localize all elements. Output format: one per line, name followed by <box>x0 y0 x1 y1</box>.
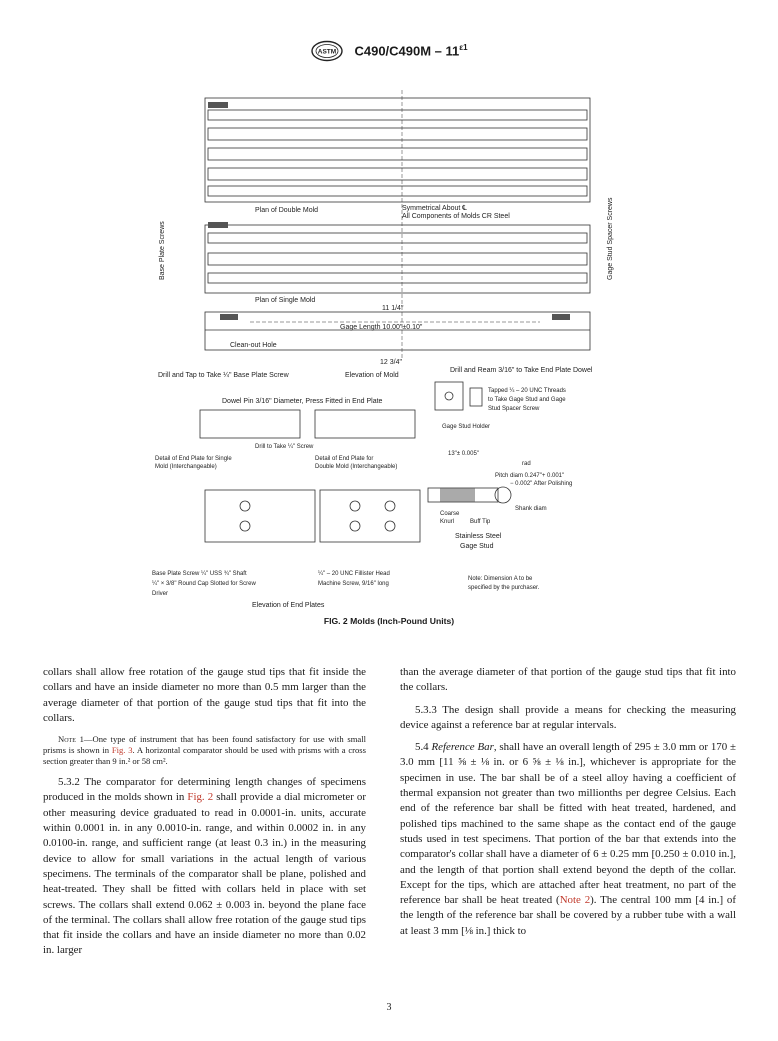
label-drill-ream: Drill and Ream 3/16" to Take End Plate D… <box>450 367 593 374</box>
label-fillister1: ¼" – 20 UNC Fillister Head <box>318 571 390 577</box>
figure-caption: FIG. 2 Molds (Inch-Pound Units) <box>323 616 455 626</box>
label-stainless2: Gage Stud <box>460 543 494 550</box>
fig2-link[interactable]: Fig. 2 <box>187 791 214 804</box>
astm-logo-icon: ASTM <box>311 40 344 62</box>
label-shank: Shank diam <box>515 506 547 512</box>
label-gage-stud-holder: Gage Stud Holder <box>442 424 490 430</box>
label-round-cap: ¼" × 3/8" Round Cap Slotted for Screw <box>152 581 256 587</box>
label-gage-length: Gage Length 10.00"±0.10" <box>340 324 423 331</box>
label-tapped: Tapped ¼ – 20 UNC Threads <box>488 388 566 394</box>
label-components: All Components of Molds CR Steel <box>402 213 510 220</box>
note2-link[interactable]: Note 2 <box>559 894 591 907</box>
label-dowel-pin: Dowel Pin 3/16" Diameter, Press Fitted i… <box>222 398 383 405</box>
label-dim-13: 13"± 0.005" <box>448 451 479 457</box>
label-base-plate-screws: Base Plate Screws <box>159 221 166 280</box>
label-symmetrical: Symmetrical About ℄ <box>402 204 467 212</box>
label-coarse: Coarse <box>440 511 460 517</box>
label-drill-tap: Drill and Tap to Take ¼" Base Plate Scre… <box>158 372 290 379</box>
label-note-a1: Note: Dimension A to be <box>468 576 533 582</box>
left-column: collars shall allow free rotation of the… <box>43 665 366 966</box>
label-driver: Driver <box>152 591 168 597</box>
label-rad: rad <box>522 461 531 467</box>
svg-text:ASTM: ASTM <box>318 49 336 56</box>
right-column: than the average diameter of that portio… <box>400 665 736 946</box>
label-detail-single-1: Detail of End Plate for Single <box>155 456 232 462</box>
page-number: 3 <box>386 1002 392 1013</box>
label-tapped3: Stud Spacer Screw <box>488 406 540 412</box>
paragraph-5-3-2: 5.3.2 The comparator for determining len… <box>43 776 367 957</box>
label-detail-single-2: Mold (Interchangeable) <box>155 464 217 470</box>
label-note-a2: specified by the purchaser. <box>468 585 540 591</box>
label-gage-stud-spacer-screws: Gage Stud Spacer Screws <box>607 197 614 280</box>
fig3-link[interactable]: Fig. 3 <box>111 745 133 756</box>
label-stainless1: Stainless Steel <box>455 533 502 540</box>
mold-drawing: Plan of Double Mold Symmetrical About ℄ … <box>152 90 614 609</box>
label-elevation-mold: Elevation of Mold <box>345 372 399 379</box>
label-buff: Buff Tip <box>470 519 491 525</box>
label-plan-single: Plan of Single Mold <box>255 297 315 304</box>
designation: C490/C490M – 11ε1 <box>354 43 468 59</box>
label-base-plate-screw: Base Plate Screw ¼" USS ¾" Shaft <box>152 571 247 577</box>
paragraph: collars shall allow free rotation of the… <box>43 666 366 724</box>
label-detail-double-2: Double Mold (Interchangeable) <box>315 464 397 470</box>
paragraph: than the average diameter of that portio… <box>400 666 736 694</box>
note-1: Note 1—One type of instrument that has b… <box>43 734 366 767</box>
label-pitch2: − 0.002" After Polishing <box>510 481 572 487</box>
figure-molds: Plan of Double Mold Symmetrical About ℄ … <box>150 70 630 615</box>
paragraph-5-4: 5.4 Reference Bar, shall have an overall… <box>400 741 737 937</box>
label-length-11: 11 1/4" <box>382 305 404 312</box>
label-plan-double: Plan of Double Mold <box>255 207 318 214</box>
page-header: ASTM C490/C490M – 11ε1 <box>0 40 778 62</box>
label-elevation-end: Elevation of End Plates <box>252 602 325 609</box>
label-knurl: Knurl <box>440 519 454 525</box>
label-clean-out: Clean-out Hole <box>230 342 277 349</box>
label-fillister2: Machine Screw, 9/16" long <box>318 581 389 587</box>
label-length-12: 12 3/4" <box>380 359 402 366</box>
paragraph-5-3-3: 5.3.3 The design shall provide a means f… <box>400 703 736 731</box>
label-detail-double-1: Detail of End Plate for <box>315 456 373 462</box>
label-pitch: Pitch diam 0.247"+ 0.001" <box>495 473 564 479</box>
label-tapped2: to Take Gage Stud and Gage <box>488 397 566 403</box>
label-drill-screw: Drill to Take ¼" Screw <box>255 444 314 450</box>
